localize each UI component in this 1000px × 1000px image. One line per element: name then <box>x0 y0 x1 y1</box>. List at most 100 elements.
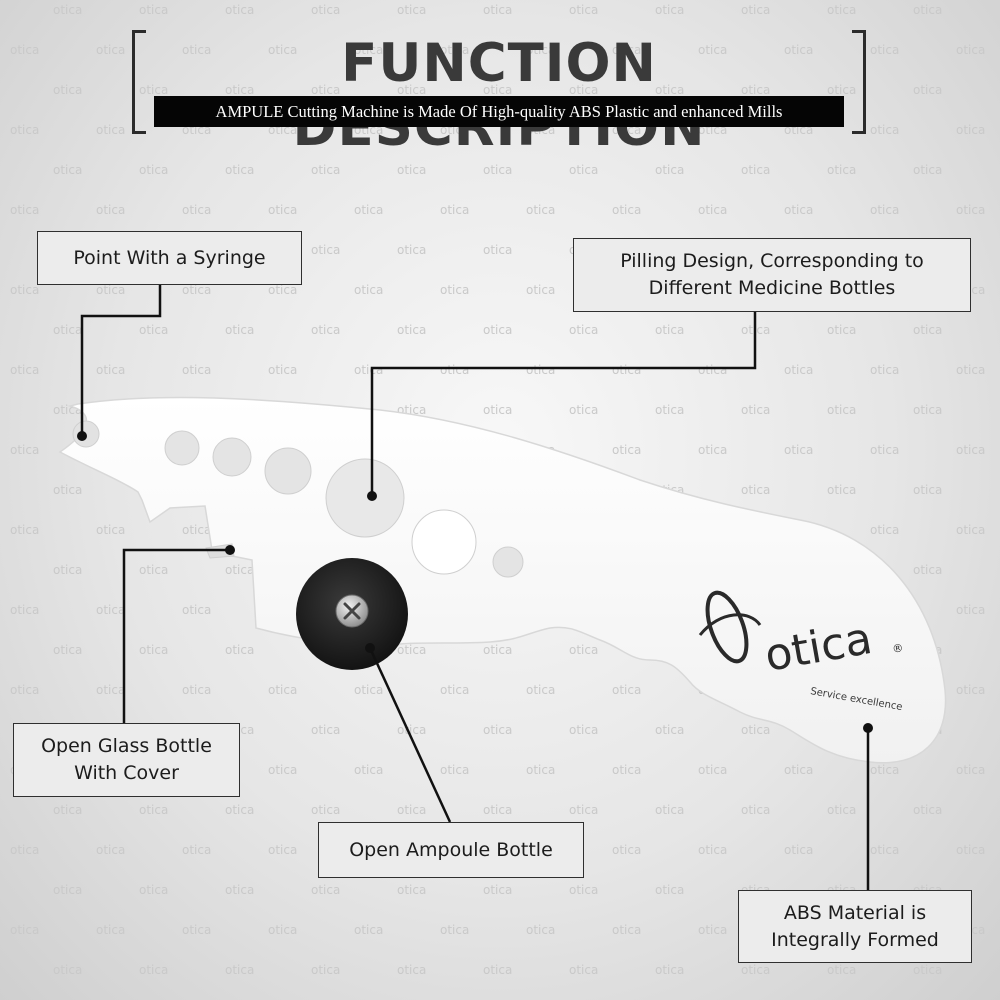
watermark-text: otica <box>784 43 813 57</box>
watermark-text: otica <box>311 83 340 97</box>
watermark-text: otica <box>784 763 813 777</box>
watermark-text: otica <box>139 83 168 97</box>
watermark-text: otica <box>741 403 770 417</box>
watermark-text: otica <box>182 43 211 57</box>
watermark-text: otica <box>182 283 211 297</box>
watermark-text: otica <box>956 43 985 57</box>
watermark-text: otica <box>870 43 899 57</box>
watermark-text: otica <box>96 843 125 857</box>
watermark-text: otica <box>483 163 512 177</box>
watermark-text: otica <box>225 83 254 97</box>
screw-cross-icon <box>343 602 361 620</box>
watermark-text: otica <box>96 683 125 697</box>
watermark-text: otica <box>698 443 727 457</box>
watermark-text: otica <box>53 803 82 817</box>
watermark-text: otica <box>655 163 684 177</box>
watermark-text: otica <box>225 803 254 817</box>
watermark-text: otica <box>53 323 82 337</box>
watermark-text: otica <box>913 563 942 577</box>
watermark-text: otica <box>870 843 899 857</box>
watermark-text: otica <box>913 3 942 17</box>
watermark-text: otica <box>53 483 82 497</box>
logo-registered-mark: ® <box>891 641 904 656</box>
watermark-text: otica <box>956 683 985 697</box>
watermark-text: otica <box>483 963 512 977</box>
watermark-text: otica <box>612 363 641 377</box>
leader-line-pilling <box>370 312 757 496</box>
watermark-text: otica <box>483 323 512 337</box>
watermark-text: otica <box>10 203 39 217</box>
watermark-text: otica <box>268 363 297 377</box>
watermark-text: otica <box>225 883 254 897</box>
watermark-text: otica <box>440 283 469 297</box>
watermark-text: otica <box>397 83 426 97</box>
watermark-text: otica <box>483 643 512 657</box>
watermark-text: otica <box>440 683 469 697</box>
watermark-text: otica <box>268 843 297 857</box>
watermark-text: otica <box>182 923 211 937</box>
watermark-text: otica <box>225 3 254 17</box>
watermark-text: otica <box>655 963 684 977</box>
watermark-text: otica <box>225 323 254 337</box>
watermark-text: otica <box>870 523 899 537</box>
watermark-text: otica <box>96 363 125 377</box>
watermark-text: otica <box>698 923 727 937</box>
watermark-text: otica <box>698 843 727 857</box>
watermark-text: otica <box>956 523 985 537</box>
watermark-text: otica <box>354 683 383 697</box>
watermark-text: otica <box>182 523 211 537</box>
watermark-text: otica <box>483 3 512 17</box>
watermark-text: otica <box>10 283 39 297</box>
watermark-text: otica <box>569 83 598 97</box>
watermark-text: otica <box>741 3 770 17</box>
watermark-text: otica <box>612 843 641 857</box>
watermark-text: otica <box>139 643 168 657</box>
bottle-hole-2 <box>212 437 252 477</box>
watermark-text: otica <box>569 3 598 17</box>
watermark-text: otica <box>10 443 39 457</box>
watermark-text: otica <box>53 643 82 657</box>
watermark-text: otica <box>784 443 813 457</box>
watermark-text: otica <box>956 443 985 457</box>
watermark-text: otica <box>655 723 684 737</box>
watermark-text: otica <box>182 843 211 857</box>
watermark-text: otica <box>10 123 39 137</box>
watermark-text: otica <box>10 683 39 697</box>
watermark-text: otica <box>870 203 899 217</box>
watermark-text: otica <box>225 163 254 177</box>
watermark-text: otica <box>10 843 39 857</box>
watermark-text: otica <box>139 883 168 897</box>
watermark-text: otica <box>311 3 340 17</box>
watermark-text: otica <box>526 763 555 777</box>
watermark-text: otica <box>827 3 856 17</box>
marker-dot-glass-bottle <box>225 545 235 555</box>
leader-line-ampoule <box>368 647 452 823</box>
watermark-text: otica <box>139 3 168 17</box>
watermark-text: otica <box>354 203 383 217</box>
watermark-text: otica <box>96 283 125 297</box>
watermark-text: otica <box>741 803 770 817</box>
watermark-text: otica <box>96 123 125 137</box>
watermark-text: otica <box>96 923 125 937</box>
watermark-text: otica <box>225 563 254 577</box>
watermark-text: otica <box>741 723 770 737</box>
bottle-hole-3 <box>264 447 312 495</box>
callout-syringe: Point With a Syringe <box>37 231 302 285</box>
watermark-text: otica <box>827 483 856 497</box>
watermark-text: otica <box>698 203 727 217</box>
watermark-text: otica <box>182 363 211 377</box>
watermark-text: otica <box>913 163 942 177</box>
watermark-text: otica <box>311 883 340 897</box>
watermark-text: otica <box>913 963 942 977</box>
watermark-text: otica <box>53 83 82 97</box>
watermark-text: otica <box>397 3 426 17</box>
watermark-text: otica <box>913 323 942 337</box>
watermark-text: otica <box>182 603 211 617</box>
watermark-text: otica <box>655 803 684 817</box>
marker-dot-syringe <box>77 431 87 441</box>
marker-dot-pilling <box>367 491 377 501</box>
logo-swoosh-icon <box>698 613 762 636</box>
watermark-text: otica <box>53 963 82 977</box>
watermark-text: otica <box>440 43 469 57</box>
watermark-text: otica <box>10 523 39 537</box>
